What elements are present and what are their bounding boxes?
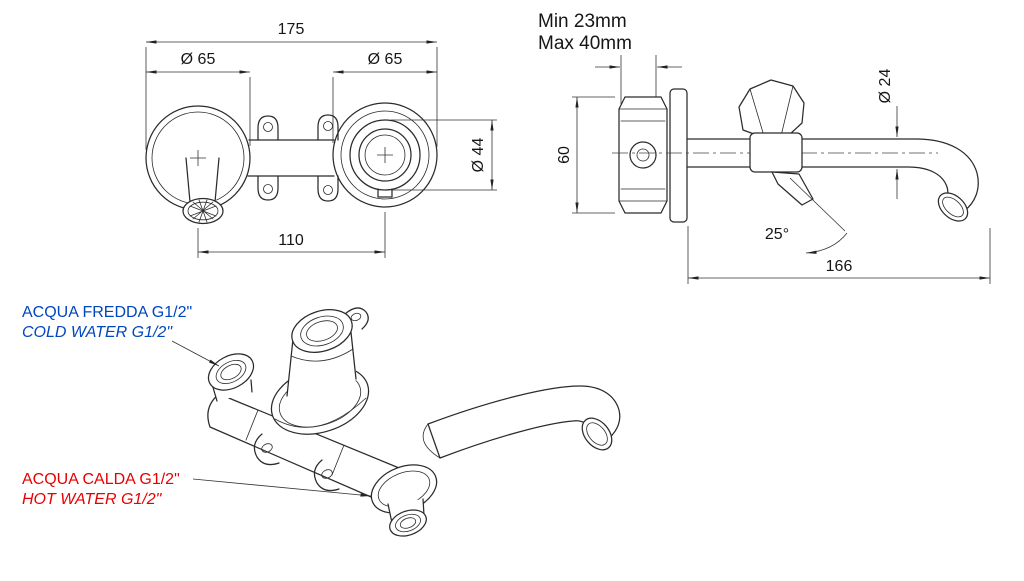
screw-hole — [323, 185, 333, 195]
dim-spout-diameter: Ø 24 — [877, 69, 899, 199]
screw-hole — [321, 469, 333, 479]
inwall-body — [618, 96, 668, 214]
iso-spout — [422, 385, 621, 459]
dim-handle-angle: 25° — [765, 177, 848, 254]
dim-center-distance-label: 110 — [278, 232, 304, 249]
wall-min-label: Min 23mm — [538, 11, 627, 32]
dim-overall-width-label: 175 — [278, 21, 305, 38]
iso-cold-inlet — [207, 353, 255, 402]
cold-water-label-it: ACQUA FREDDA G1/2" — [22, 304, 192, 321]
screw-hole — [263, 122, 273, 132]
dim-center-distance: 110 — [197, 212, 386, 258]
dim-body-height: 60 — [556, 96, 615, 214]
wall-flange — [669, 88, 688, 223]
handle-knob — [738, 79, 805, 138]
handle-hub — [749, 132, 803, 173]
dim-spout-diameter-label: Ø 24 — [877, 69, 894, 104]
wall-bracket — [247, 114, 339, 202]
right-flange-handle — [332, 102, 438, 208]
screw-hole — [350, 312, 362, 322]
screw-hole — [263, 184, 273, 194]
dim-handle-angle-label: 25° — [765, 226, 789, 243]
handle-lever — [771, 171, 814, 206]
hot-water-label: ACQUA CALDA G1/2" HOT WATER G1/2" — [22, 471, 372, 508]
front-view: 175 Ø 65 Ø 65 Ø 44 110 — [145, 21, 497, 258]
dim-right-flange-label: Ø 65 — [368, 51, 403, 68]
dim-spout-reach-label: 166 — [826, 258, 853, 275]
dim-spout-reach: 166 — [687, 226, 991, 284]
dim-body-height-label: 60 — [556, 146, 573, 164]
dim-handle-diameter-label: Ø 44 — [470, 138, 487, 173]
mounting-tab — [313, 459, 340, 492]
cold-water-label: ACQUA FREDDA G1/2" COLD WATER G1/2" — [22, 304, 220, 367]
mounting-tab — [253, 433, 280, 466]
screw-hole — [323, 121, 333, 131]
cold-leader-line — [171, 340, 220, 367]
iso-hot-inlet — [370, 464, 438, 537]
dim-right-flange-diameter: Ø 65 — [332, 51, 437, 143]
dim-overall-width: 175 — [145, 21, 438, 150]
dim-left-flange-diameter: Ø 65 — [146, 51, 251, 146]
side-handle — [738, 79, 814, 206]
dim-handle-diameter: Ø 44 — [391, 119, 497, 191]
hot-water-label-it: ACQUA CALDA G1/2" — [22, 471, 180, 488]
dim-wall-thickness: Min 23mm Max 40mm — [538, 11, 682, 104]
center-marks — [190, 147, 393, 166]
screw-hole — [261, 443, 273, 453]
mounting-tab — [344, 307, 369, 330]
iso-view: ACQUA FREDDA G1/2" COLD WATER G1/2" ACQU… — [22, 304, 621, 537]
cold-water-label-en: COLD WATER G1/2" — [22, 324, 173, 341]
front-spout — [182, 157, 224, 225]
wall-max-label: Max 40mm — [538, 33, 632, 54]
aerator-mesh — [189, 199, 217, 223]
side-view: Min 23mm Max 40mm — [538, 11, 991, 284]
hot-water-label-en: HOT WATER G1/2" — [22, 491, 163, 508]
dim-left-flange-label: Ø 65 — [181, 51, 216, 68]
iso-cartridge — [270, 307, 370, 435]
hot-leader-line — [192, 478, 372, 497]
